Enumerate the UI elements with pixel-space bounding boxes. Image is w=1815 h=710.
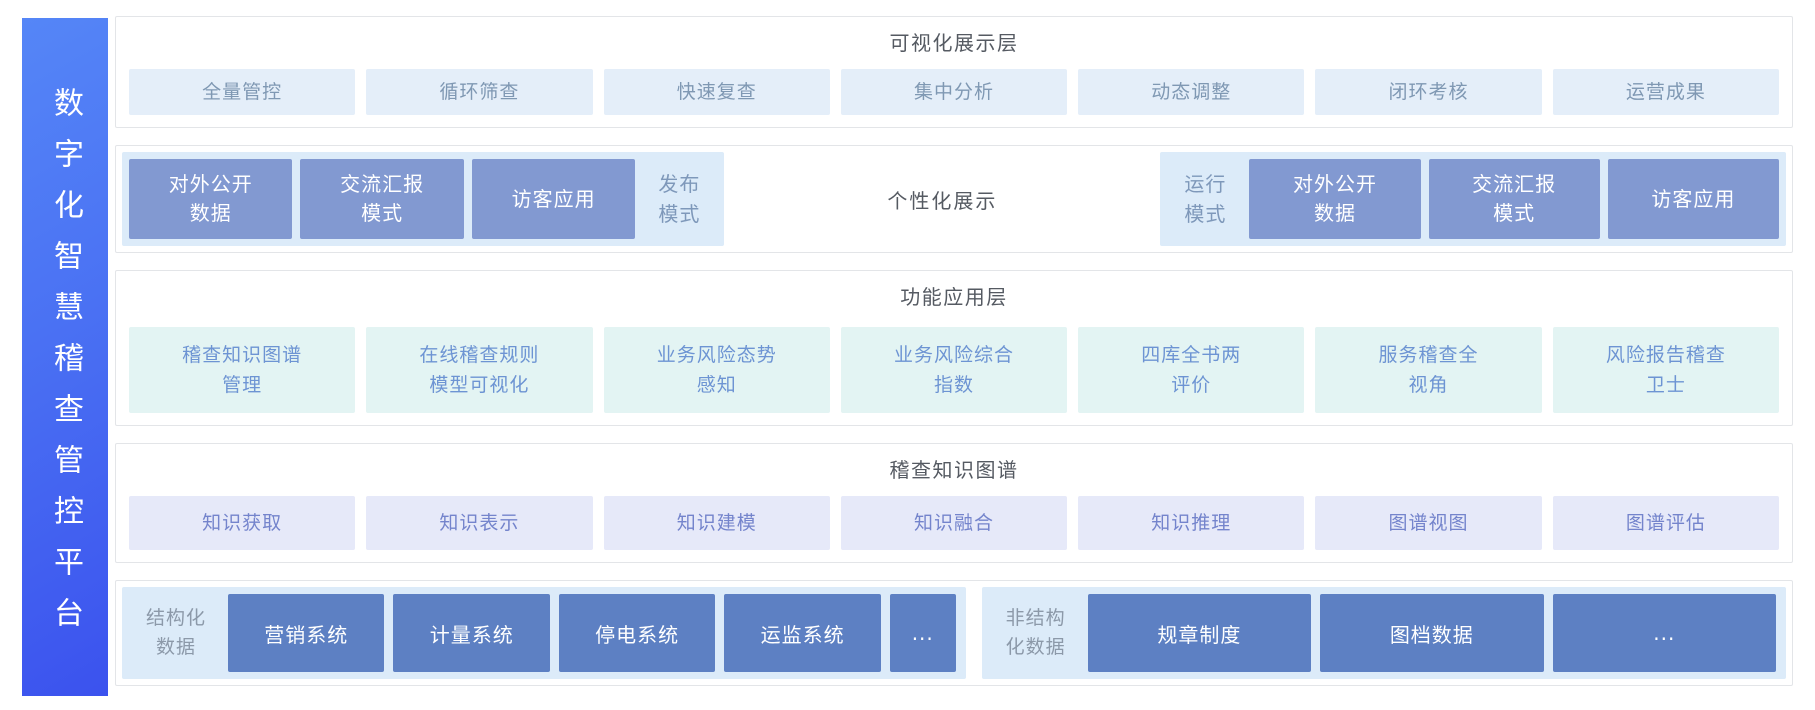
function-item: 服务稽查全 视角 <box>1315 327 1542 413</box>
visualization-item: 全量管控 <box>129 69 356 115</box>
unstructured-data-box: 规章制度 <box>1087 594 1312 672</box>
knowledge-graph-item: 图谱视图 <box>1315 496 1542 550</box>
layer-stack: 可视化展示层 全量管控循环筛查快速复查集中分析动态调整闭环考核运营成果 对外公开… <box>115 0 1793 686</box>
runtime-mode-label: 运行 模式 <box>1184 172 1227 226</box>
knowledge-graph-item: 知识推理 <box>1078 496 1305 550</box>
knowledge-graph-item: 知识融合 <box>840 496 1068 550</box>
knowledge-graph-items: 知识获取知识表示知识建模知识融合知识推理图谱视图图谱评估 <box>129 496 1779 550</box>
visualization-item: 循环筛查 <box>366 69 593 115</box>
publish-mode-box: 访客应用 <box>471 159 636 239</box>
publish-mode-box: 交流汇报 模式 <box>300 159 464 239</box>
unstructured-data-box: 图档数据 <box>1320 594 1544 672</box>
function-layer-title: 功能应用层 <box>900 285 1008 309</box>
knowledge-graph-item: 知识表示 <box>366 496 593 550</box>
personalized-display-label: 个性化展示 <box>887 188 998 213</box>
runtime-mode-box: 交流汇报 模式 <box>1428 159 1600 239</box>
structured-data-box: 营销系统 <box>228 594 385 672</box>
visualization-layer: 可视化展示层 全量管控循环筛查快速复查集中分析动态调整闭环考核运营成果 <box>115 16 1793 128</box>
unstructured-data-boxes: 规章制度图档数据... <box>1087 594 1777 672</box>
visualization-items: 全量管控循环筛查快速复查集中分析动态调整闭环考核运营成果 <box>129 69 1779 115</box>
unstructured-data-label: 非结构 化数据 <box>1005 607 1066 658</box>
function-layer: 功能应用层 稽查知识图谱 管理在线稽查规则 模型可视化业务风险态势 感知业务风险… <box>115 270 1793 426</box>
function-item: 风险报告稽查 卫士 <box>1552 327 1779 413</box>
runtime-mode-boxes: 对外公开 数据交流汇报 模式访客应用 <box>1249 159 1779 239</box>
publish-mode-panel: 对外公开 数据交流汇报 模式访客应用 发布 模式 <box>122 152 725 246</box>
structured-data-boxes: 营销系统计量系统停电系统运监系统... <box>228 594 956 672</box>
function-item: 业务风险综合 指数 <box>840 327 1068 413</box>
publish-mode-box: 对外公开 数据 <box>129 159 293 239</box>
structured-data-panel: 结构化 数据 营销系统计量系统停电系统运监系统... <box>122 587 966 679</box>
runtime-mode-box: 对外公开 数据 <box>1249 159 1421 239</box>
function-item: 稽查知识图谱 管理 <box>129 327 356 413</box>
knowledge-graph-item: 知识建模 <box>603 496 830 550</box>
knowledge-graph-layer-title: 稽查知识图谱 <box>889 458 1019 482</box>
display-mode-layer: 对外公开 数据交流汇报 模式访客应用 发布 模式 个性化展示 运行 模式 对外公… <box>115 145 1793 253</box>
knowledge-graph-layer: 稽查知识图谱 知识获取知识表示知识建模知识融合知识推理图谱视图图谱评估 <box>115 443 1793 563</box>
visualization-item: 运营成果 <box>1552 69 1779 115</box>
structured-data-box: 运监系统 <box>724 594 881 672</box>
function-item: 业务风险态势 感知 <box>603 327 830 413</box>
platform-title-sidebar: 数字化智慧稽查管控平台 <box>22 18 108 696</box>
visualization-item: 动态调整 <box>1078 69 1305 115</box>
runtime-mode-box: 访客应用 <box>1607 159 1779 239</box>
visualization-item: 闭环考核 <box>1315 69 1542 115</box>
function-item: 四库全书两 评价 <box>1078 327 1305 413</box>
structured-data-box: ... <box>889 594 956 672</box>
platform-title: 数字化智慧稽查管控平台 <box>48 87 83 648</box>
visualization-layer-title: 可视化展示层 <box>889 31 1019 55</box>
unstructured-data-panel: 非结构 化数据 规章制度图档数据... <box>981 587 1786 679</box>
structured-data-label: 结构化 数据 <box>145 607 206 658</box>
visualization-item: 集中分析 <box>840 69 1068 115</box>
runtime-mode-panel: 运行 模式 对外公开 数据交流汇报 模式访客应用 <box>1160 152 1786 246</box>
knowledge-graph-item: 图谱评估 <box>1552 496 1779 550</box>
function-items: 稽查知识图谱 管理在线稽查规则 模型可视化业务风险态势 感知业务风险综合 指数四… <box>129 327 1779 413</box>
knowledge-graph-item: 知识获取 <box>129 496 356 550</box>
publish-mode-boxes: 对外公开 数据交流汇报 模式访客应用 <box>129 159 636 239</box>
structured-data-box: 停电系统 <box>558 594 716 672</box>
data-source-layer: 结构化 数据 营销系统计量系统停电系统运监系统... 非结构 化数据 规章制度图… <box>115 580 1793 686</box>
function-item: 在线稽查规则 模型可视化 <box>366 327 593 413</box>
unstructured-data-box: ... <box>1552 594 1777 672</box>
visualization-item: 快速复查 <box>603 69 830 115</box>
publish-mode-label: 发布 模式 <box>658 172 701 226</box>
structured-data-box: 计量系统 <box>393 594 550 672</box>
